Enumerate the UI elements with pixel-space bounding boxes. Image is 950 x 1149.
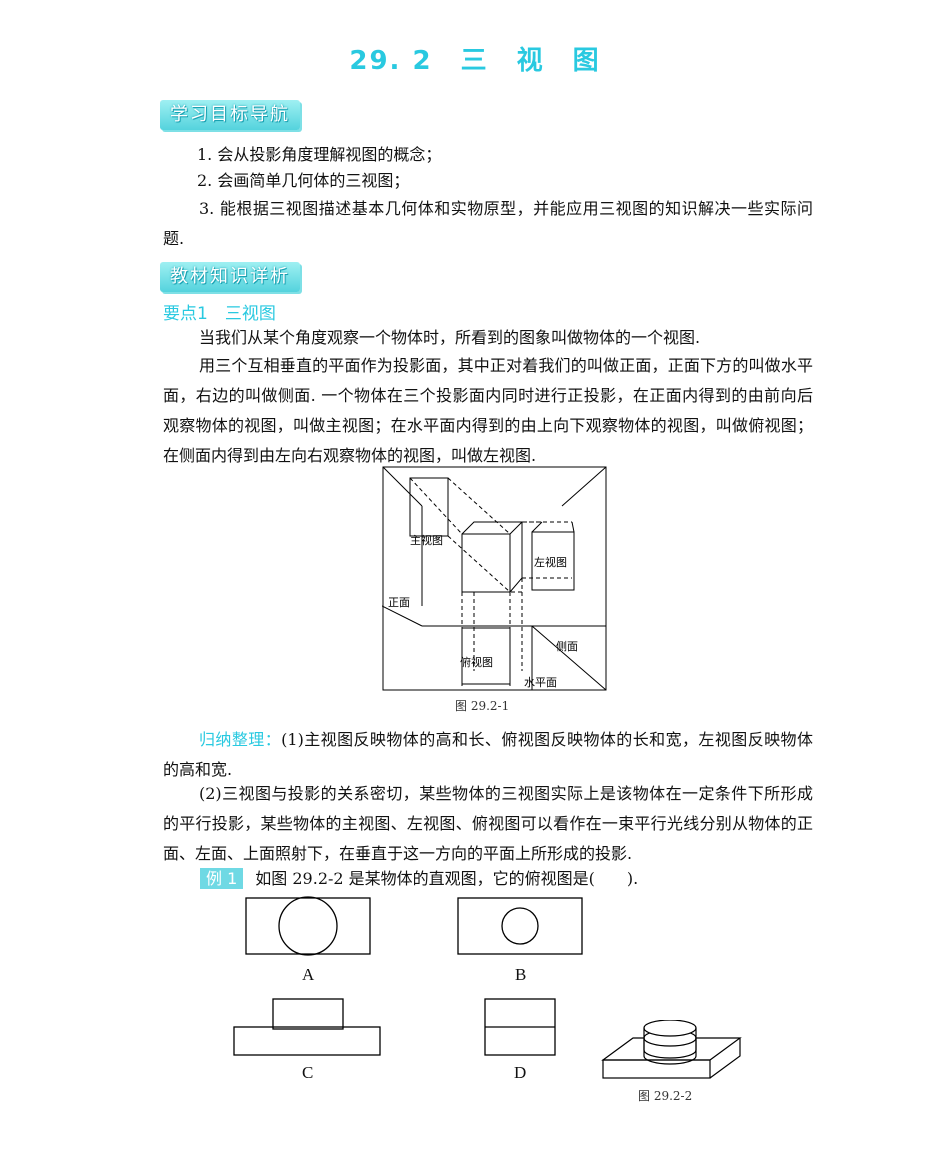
summary-paragraph: 归纳整理：(1)主视图反映物体的高和长、俯视图反映物体的长和宽，左视图反映物体的…: [163, 725, 813, 785]
summary-colon: ：: [264, 730, 282, 749]
title-char: 视: [516, 46, 545, 76]
example-tag: 例 1: [200, 868, 244, 889]
knowledge-banner: 教材知识详析: [160, 262, 300, 292]
page-title: 29. 2 三视图: [0, 40, 950, 77]
title-char: 图: [572, 46, 601, 76]
figure-three-planes: 主视图 左视图 正面 侧面 俯视图 水平面: [382, 466, 607, 691]
option-d-label: D: [514, 1063, 527, 1082]
paragraph: 当我们从某个角度观察一个物体时，所看到的图象叫做物体的一个视图.: [199, 328, 701, 347]
option-c-label: C: [302, 1063, 314, 1082]
example-question: 例 1 如图 29.2-2 是某物体的直观图，它的俯视图是( ).: [200, 864, 800, 894]
option-c-figure: [233, 998, 381, 1056]
option-b-label: B: [515, 965, 527, 984]
title-char: 三: [460, 46, 489, 76]
goal-item: 2. 会画简单几何体的三视图；: [197, 171, 410, 190]
left-view-label: 左视图: [534, 555, 567, 569]
figure2-caption: 图 29.2-2: [638, 1089, 693, 1103]
goals-banner: 学习目标导航: [160, 100, 300, 130]
question-text: 如图 29.2-2 是某物体的直观图，它的俯视图是( ).: [255, 869, 639, 888]
point-title: 要点1 三视图: [163, 304, 276, 324]
top-view-label: 俯视图: [460, 655, 493, 669]
horizontal-plane-label: 水平面: [524, 676, 557, 689]
figure-isometric-object: [601, 1020, 742, 1079]
goal-item: 1. 会从投影角度理解视图的概念；: [197, 145, 442, 164]
option-b-figure: [457, 897, 583, 955]
front-view-label: 主视图: [410, 533, 443, 547]
figure1-caption: 图 29.2-1: [455, 699, 510, 713]
summary-label: 归纳整理: [199, 730, 265, 749]
option-a-label: A: [302, 965, 315, 984]
option-d-figure: [484, 998, 556, 1056]
paragraph: 用三个互相垂直的平面作为投影面，其中正对着我们的叫做正面，正面下方的叫做水平面，…: [163, 356, 813, 465]
summary-text: (1)主视图反映物体的高和长、俯视图反映物体的长和宽，左视图反映物体的高和宽.: [163, 730, 813, 779]
option-a-figure: [245, 896, 371, 956]
title-number: 29. 2: [349, 46, 433, 76]
side-plane-label: 侧面: [556, 640, 578, 653]
summary-paragraph-2: (2)三视图与投影的关系密切，某些物体的三视图实际上是该物体在一定条件下所形成的…: [163, 784, 813, 863]
front-plane-label: 正面: [388, 596, 410, 609]
goal-item: 3. 能根据三视图描述基本几何体和实物原型，并能应用三视图的知识解决一些实际问题…: [163, 199, 813, 248]
